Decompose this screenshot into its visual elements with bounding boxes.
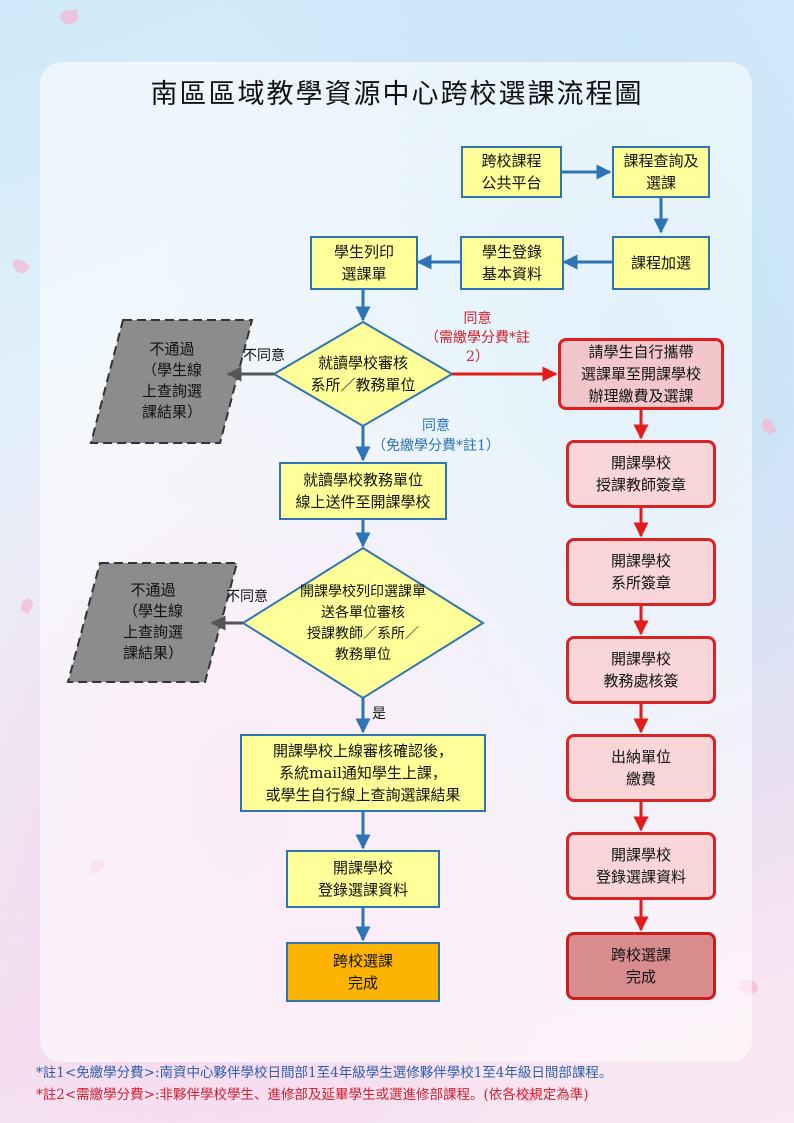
node-platform: 跨校課程 公共平台 [461,146,562,198]
node-pay: 出納單位 繳費 [566,734,716,802]
node-add: 課程加選 [612,236,710,290]
label-agree-fee: 同意 （需繳學分費*註 2） [425,311,530,365]
node-review1: 就讀學校審核 系所／教務單位 [310,354,416,394]
node-register: 學生登錄 基本資料 [460,236,564,290]
node-send: 就讀學校教務單位 線上送件至開課學校 [279,462,447,520]
node-search: 課程查詢及 選課 [612,146,710,198]
footnote-2: *註2<需繳學分費>:非夥伴學校學生、進修部及延畢學生或選進修部課程。(依各校規… [36,1087,589,1103]
label-yes: 是 [372,706,386,722]
node-teacher: 開課學校 授課教師簽章 [566,440,716,508]
node-office: 開課學校 教務處核簽 [566,636,716,704]
node-notify: 開課學校上線審核確認後， 系統mail通知學生上課， 或學生自行線上查詢選課結果 [240,734,486,812]
node-dept: 開課學校 系所簽章 [566,538,716,606]
footnote-1: *註1<免繳學分費>:南資中心夥伴學校日間部1至4年級學生選修夥伴學校1至4年級… [36,1065,613,1081]
label-agree-free: 同意 （免繳學分費*註1） [372,418,500,454]
node-reject2: 不通過 （學生線 上查詢選 課結果） [122,581,183,662]
node-done: 跨校選課 完成 [286,942,440,1002]
node-print: 學生列印 選課單 [310,236,418,290]
node-review2: 開課學校列印選課單 送各單位審核 授課教師／系所／ 教務單位 [300,584,426,663]
node-done2: 跨校選課 完成 [566,932,716,1000]
node-self: 請學生自行攜帶 選課單至開課學校 辦理繳費及選課 [558,338,724,410]
node-reject1: 不通過 （學生線 上查詢選 課結果） [141,340,202,421]
label-disagree-1: 不同意 [243,348,285,364]
label-disagree-2: 不同意 [226,589,268,605]
node-record: 開課學校 登錄選課資料 [286,850,440,908]
node-record2: 開課學校 登錄選課資料 [566,832,716,900]
page-title: 南區區域教學資源中心跨校選課流程圖 [150,79,644,110]
reject-box-1 [89,319,254,444]
petal-decoration [60,10,78,24]
reject-box-2 [66,562,239,683]
